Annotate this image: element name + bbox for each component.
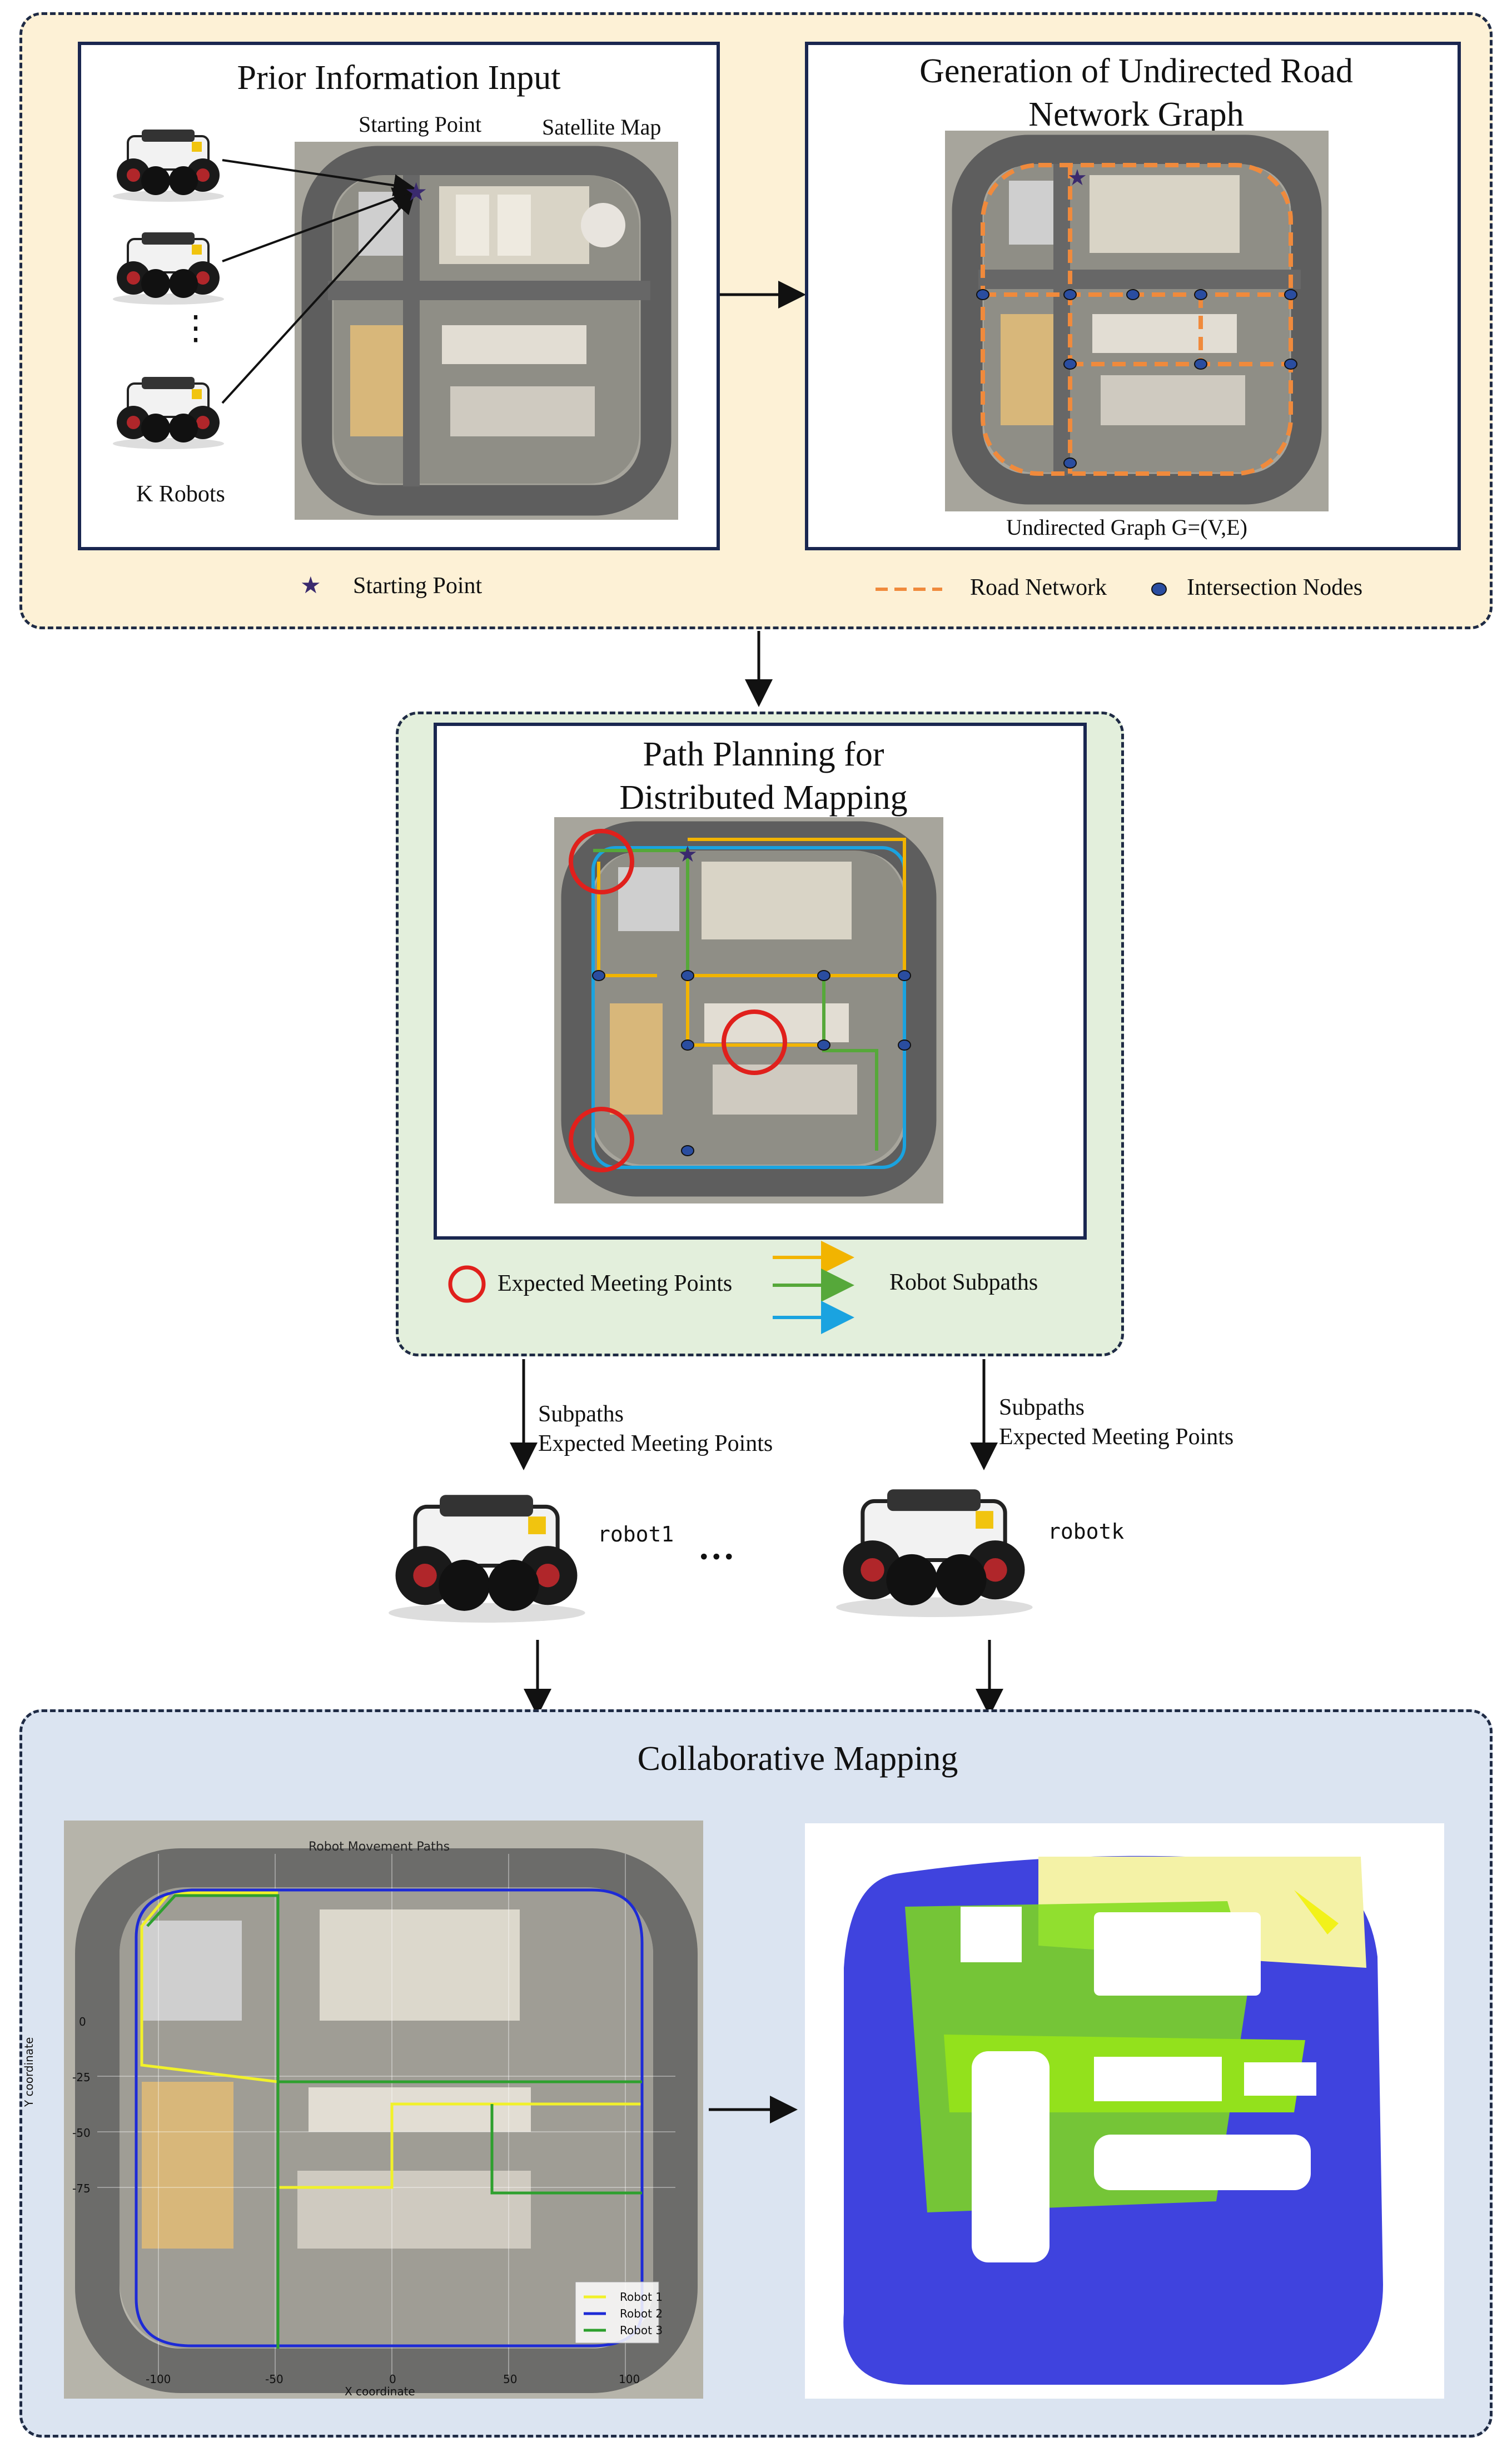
plot-x-tick: -100 [146, 2373, 171, 2386]
prior-information-title: Prior Information Input [237, 59, 561, 97]
plot-x-tick: -50 [265, 2373, 284, 2386]
left-dispatch-line2: Expected Meeting Points [538, 1431, 773, 1456]
road-graph-map: ★ [945, 131, 1329, 511]
robot-paths-plot [64, 1821, 703, 2399]
k-robots-label: K Robots [136, 481, 225, 507]
plot-x-label: X coordinate [345, 2385, 415, 2398]
plot-y-tick: -75 [72, 2182, 91, 2195]
satellite-map-label: Satellite Map [542, 115, 662, 140]
plot-legend-robot2: Robot 2 [620, 2307, 663, 2320]
robots-dots: ... [698, 1515, 735, 1570]
starting-point-label: Starting Point [359, 112, 482, 137]
satellite-map [295, 142, 678, 520]
right-dispatch-line1: Subpaths [999, 1395, 1085, 1420]
svg-text:★: ★ [678, 842, 698, 867]
plot-y-tick: -25 [72, 2071, 91, 2084]
robot1-label: robot1 [598, 1522, 674, 1546]
graph-caption: Undirected Graph G=(V,E) [1006, 515, 1247, 540]
robots-ellipsis: ⋮ [179, 310, 212, 346]
svg-text:★: ★ [1067, 165, 1087, 190]
plot-title: Robot Movement Paths [309, 1840, 450, 1854]
robot-image [108, 222, 228, 306]
legend-starting-point: Starting Point [353, 573, 483, 599]
legend-robot-subpaths: Robot Subpaths [889, 1270, 1038, 1295]
star-icon: ★ [300, 573, 321, 599]
star-icon: ★ [405, 178, 428, 206]
plot-x-tick: 100 [619, 2373, 640, 2386]
legend-road-network: Road Network [970, 575, 1107, 600]
plot-y-tick: -50 [72, 2126, 91, 2140]
point-cloud-map [805, 1823, 1444, 2399]
plot-legend-robot1: Robot 1 [620, 2290, 663, 2304]
robot-image [108, 367, 228, 450]
path-planning-title: Path Planning for Distributed Mapping [619, 735, 908, 817]
road-graph-title: Generation of Undirected Road Network Gr… [919, 52, 1353, 133]
plot-y-tick: 0 [79, 2015, 86, 2028]
robotk-label: robotk [1048, 1519, 1125, 1544]
robot1-image [381, 1473, 592, 1629]
robotk-image [828, 1468, 1040, 1623]
robot-image [108, 120, 228, 203]
left-dispatch-line1: Subpaths [538, 1401, 624, 1427]
path-planning-map: ★ [554, 817, 943, 1203]
plot-x-tick: 0 [389, 2373, 396, 2386]
collaborative-mapping-title: Collaborative Mapping [637, 1740, 958, 1778]
plot-legend-robot3: Robot 3 [620, 2324, 663, 2337]
plot-x-tick: 50 [503, 2373, 518, 2386]
legend-meeting-points: Expected Meeting Points [498, 1271, 733, 1296]
legend-intersection-nodes: Intersection Nodes [1187, 575, 1363, 600]
plot-y-label: Y coordinate [22, 2037, 36, 2107]
right-dispatch-line2: Expected Meeting Points [999, 1424, 1234, 1450]
